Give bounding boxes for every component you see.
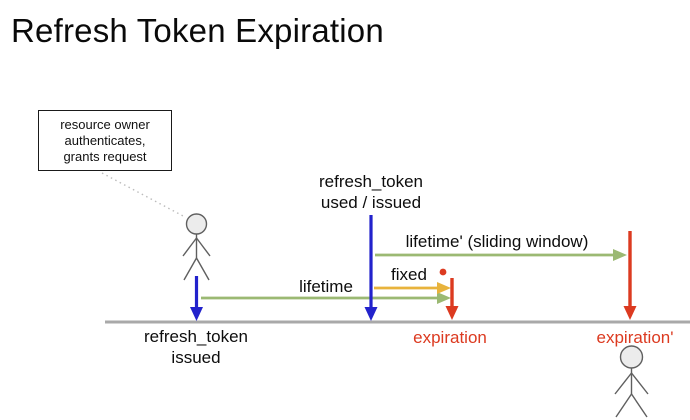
figure-head xyxy=(619,345,644,369)
fixed-expiration-dot xyxy=(439,268,447,276)
expiration-prime-label: expiration' xyxy=(596,328,674,347)
fixed-label: fixed xyxy=(391,265,427,284)
sliding-window-arrowhead xyxy=(613,249,627,261)
expiration-prime-arrow xyxy=(623,231,637,320)
expiration-prime-arrowhead xyxy=(623,306,637,320)
note-connector-dotted-line xyxy=(101,172,186,218)
figure-arm-left xyxy=(614,372,633,395)
expiration-label: expiration xyxy=(413,328,487,347)
note-line: resource owner xyxy=(60,116,150,132)
expiration-arrow xyxy=(445,278,459,320)
token-used-label-line: refresh_token xyxy=(319,172,423,191)
expiration-arrowhead xyxy=(445,306,459,320)
page-title: Refresh Token Expiration xyxy=(11,12,384,49)
figure-arm-left xyxy=(182,237,198,257)
token-issued-label: refresh_token issued xyxy=(144,326,248,368)
sliding-window-arrow xyxy=(375,249,627,261)
note-line: authenticates, xyxy=(64,132,146,148)
token-used-label-line: used / issued xyxy=(320,193,422,212)
token-used-label: refresh_token used / issued xyxy=(319,171,423,213)
figure-leg-left xyxy=(615,393,633,418)
fixed-window-arrow xyxy=(374,282,451,294)
token-used-arrow xyxy=(364,215,378,321)
resource-owner-note: resource owner authenticates, grants req… xyxy=(38,110,172,171)
figure-leg-left xyxy=(183,257,198,281)
token-issued-arrowhead xyxy=(190,307,203,321)
figure-arm-right xyxy=(630,372,649,395)
lifetime-label: lifetime xyxy=(299,277,353,296)
token-used-arrowhead xyxy=(364,307,378,321)
figure-arm-right xyxy=(195,237,211,257)
figure-leg-right xyxy=(195,257,210,281)
token-issued-label-line: issued xyxy=(171,348,221,367)
sliding-window-label: lifetime' (sliding window) xyxy=(405,232,589,251)
lifetime-arrow xyxy=(201,292,451,304)
figure-leg-right xyxy=(630,393,648,418)
lifetime-arrowhead xyxy=(437,292,451,304)
expired-owner-figure-icon xyxy=(614,345,649,418)
fixed-window-arrowhead xyxy=(437,282,451,294)
note-line: grants request xyxy=(63,148,147,164)
figure-head xyxy=(185,213,208,235)
token-issued-arrow xyxy=(190,276,203,321)
resource-owner-figure-icon xyxy=(182,213,211,281)
token-issued-label-line: refresh_token xyxy=(144,327,248,346)
